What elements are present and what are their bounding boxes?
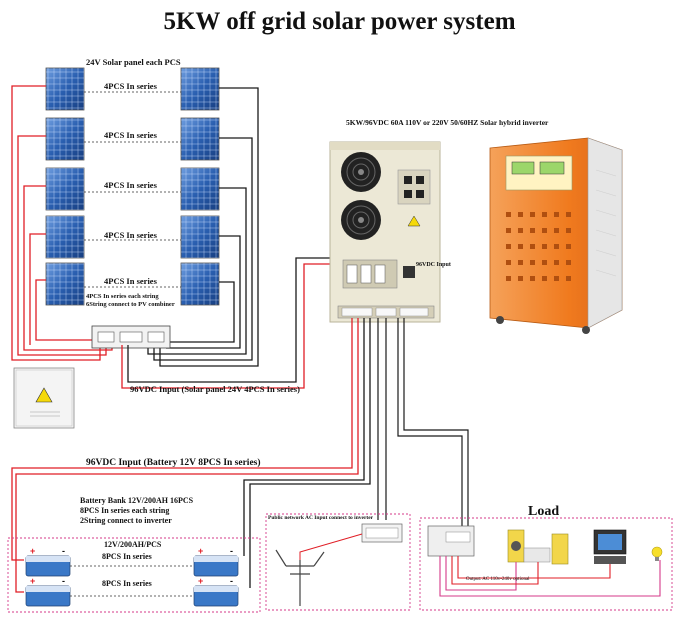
string-note: 6String connect to PV combiner — [86, 301, 175, 308]
battery-row-label: 8PCS In series — [102, 579, 152, 588]
battery-row — [25, 585, 239, 607]
utility-pole-icon — [275, 549, 325, 606]
hybrid-inverter-unit — [489, 137, 623, 334]
pv-input-label: 96VDC Input (Solar panel 24V 4PCS In ser… — [130, 384, 300, 394]
load-distribution-box — [427, 525, 475, 557]
ac-breaker-box — [361, 523, 403, 543]
battery-input-label: 96VDC Input (Battery 12V 8PCS In series) — [86, 458, 261, 468]
svg-text:+: + — [198, 546, 203, 556]
svg-text:-: - — [62, 546, 65, 556]
svg-text:+: + — [30, 546, 35, 556]
fan-icon — [341, 152, 381, 192]
grid-wires — [299, 533, 363, 560]
svg-text:+: + — [30, 576, 35, 586]
solar-panel — [45, 67, 85, 111]
fan-icon — [341, 200, 381, 240]
inverter-label: 5KW/96VDC 60A 110V or 220V 50/60HZ Solar… — [346, 118, 549, 127]
battery-bank-label: Battery Bank 12V/200AH 16PCS — [80, 496, 194, 505]
pv-combiner-box — [13, 367, 75, 429]
solar-panel — [180, 117, 220, 161]
grid-input-label: Public network AC Input connect to inver… — [268, 515, 374, 521]
battery-wires — [11, 318, 371, 593]
battery-bank-label: 2String connect to inverter — [80, 516, 172, 525]
solar-negative-wires — [147, 87, 259, 367]
solar-panel-label: 24V Solar panel each PCS — [86, 57, 181, 67]
page-title: 5KW off grid solar power system — [163, 8, 516, 35]
solar-panel — [45, 167, 85, 211]
string-note: 4PCS In series each string — [86, 293, 159, 300]
solar-panel-array — [45, 67, 220, 306]
svg-text:+: + — [198, 576, 203, 586]
solar-panel — [180, 67, 220, 111]
grid-input-box — [265, 513, 411, 611]
battery-polarity-marks: + - + - + - + - — [30, 546, 233, 586]
light-bulb-icon — [651, 546, 663, 561]
string-label: 4PCS In series — [104, 130, 157, 140]
load-title: Load — [528, 504, 560, 519]
computer-icon — [593, 529, 627, 564]
svg-text:-: - — [62, 576, 65, 586]
string-label: 4PCS In series — [104, 180, 157, 190]
string-label: 4PCS In series — [104, 276, 157, 286]
stereo-icon — [507, 529, 569, 565]
load-output-label: Output: AC 110v-240v optional — [466, 577, 530, 582]
ac-input-wires — [377, 318, 387, 520]
solar-panel — [45, 262, 85, 306]
svg-text:-: - — [230, 576, 233, 586]
load-box — [419, 517, 673, 611]
battery-row-label: 8PCS In series — [102, 552, 152, 561]
dc-input-label: 96VDC Input — [416, 262, 451, 268]
solar-panel — [45, 117, 85, 161]
solar-panel — [180, 262, 220, 306]
solar-panel — [180, 167, 220, 211]
pv-combiner — [91, 325, 171, 349]
battery-bank-label: 8PCS In series each string — [80, 506, 170, 515]
battery-unit-label: 12V/200AH/PCS — [104, 540, 162, 549]
svg-text:-: - — [230, 546, 233, 556]
string-label: 4PCS In series — [104, 81, 157, 91]
series-links — [84, 91, 181, 288]
solar-panel — [45, 215, 85, 259]
battery-row — [25, 555, 239, 577]
ac-output-wires — [397, 318, 469, 528]
battery-bank-box — [7, 537, 261, 613]
load-wires — [439, 556, 661, 597]
inverter-cabinet — [329, 141, 441, 323]
string-label: 4PCS In series — [104, 230, 157, 240]
solar-panel — [180, 215, 220, 259]
